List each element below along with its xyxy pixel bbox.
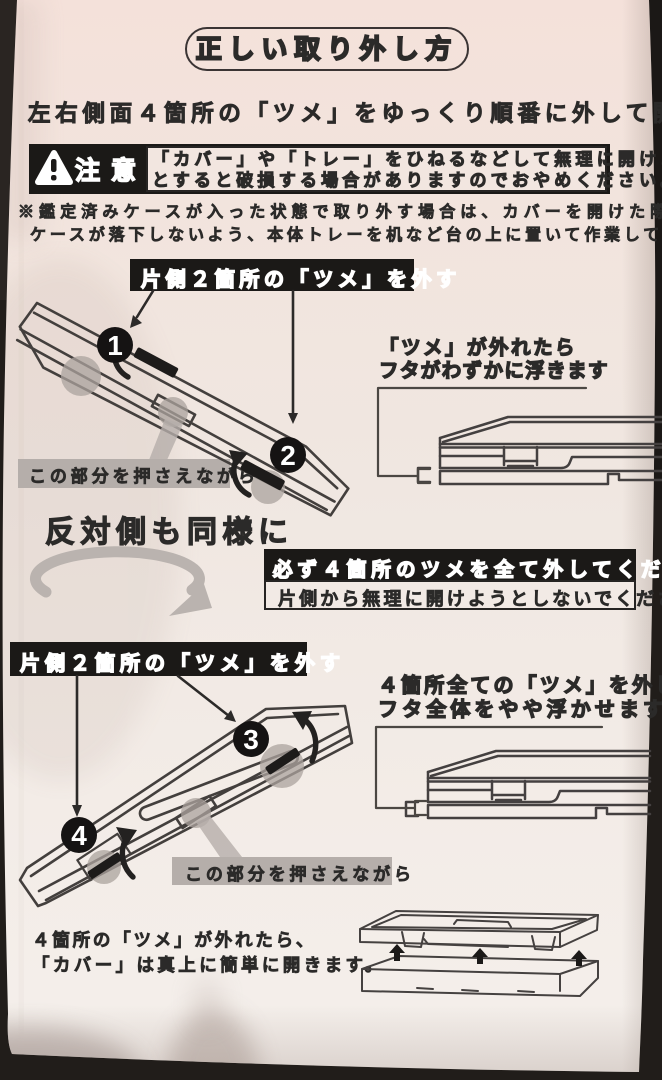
svg-text:1: 1 xyxy=(107,330,123,361)
svg-text:4: 4 xyxy=(71,820,87,851)
svg-text:3: 3 xyxy=(243,724,259,755)
svg-text:2: 2 xyxy=(280,440,296,471)
